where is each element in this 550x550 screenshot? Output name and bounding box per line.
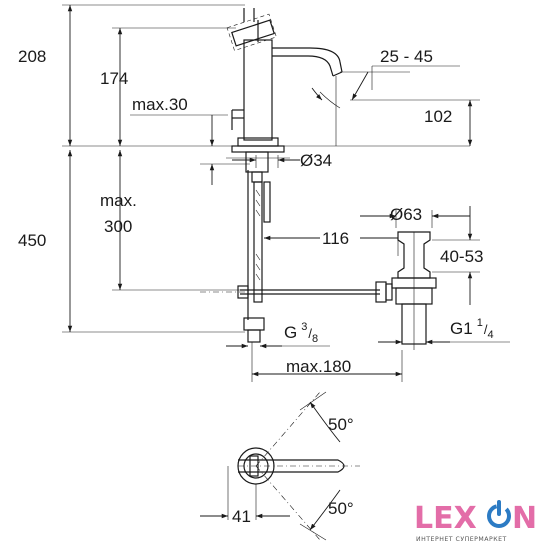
dimension-labels: 208 174 max.30 25 - 45 102 Ø34 max. 300 …: [18, 47, 494, 526]
power-icon: [487, 500, 511, 528]
label-reach: 116: [322, 229, 349, 248]
left-dimensions: [62, 4, 470, 333]
label-hole-diameter: Ø34: [300, 151, 332, 170]
label-total-height: 208: [18, 47, 46, 66]
waste-assembly: [200, 206, 510, 382]
label-waste-diameter: Ø63: [390, 205, 422, 224]
label-total-depth: 450: [18, 231, 46, 250]
label-lever-travel: max.30: [132, 95, 188, 114]
label-spout-height: 174: [100, 69, 128, 88]
faucet-body: [226, 8, 343, 360]
label-rotation-bottom: 50°: [328, 499, 354, 518]
label-waste-distance: max.180: [286, 357, 351, 376]
top-view: [200, 391, 360, 541]
label-aerator-height: 102: [424, 107, 452, 126]
label-rotation-top: 50°: [328, 415, 354, 434]
spout-dimensions: [232, 65, 480, 168]
label-max-value: 300: [104, 217, 132, 236]
brand-logo: LEX N ИНТЕРНЕТ СУПЕРМАРКЕТ: [414, 500, 537, 543]
label-lever-offset: 41: [232, 507, 251, 526]
brand-letters-right: N: [512, 501, 537, 536]
label-waste-height: 40-53: [440, 247, 483, 266]
label-spout-angle: 25 - 45: [380, 47, 433, 66]
label-max: max.: [100, 191, 137, 210]
brand-letters-left: LEX: [414, 501, 477, 536]
brand-tagline: ИНТЕРНЕТ СУПЕРМАРКЕТ: [416, 536, 507, 543]
